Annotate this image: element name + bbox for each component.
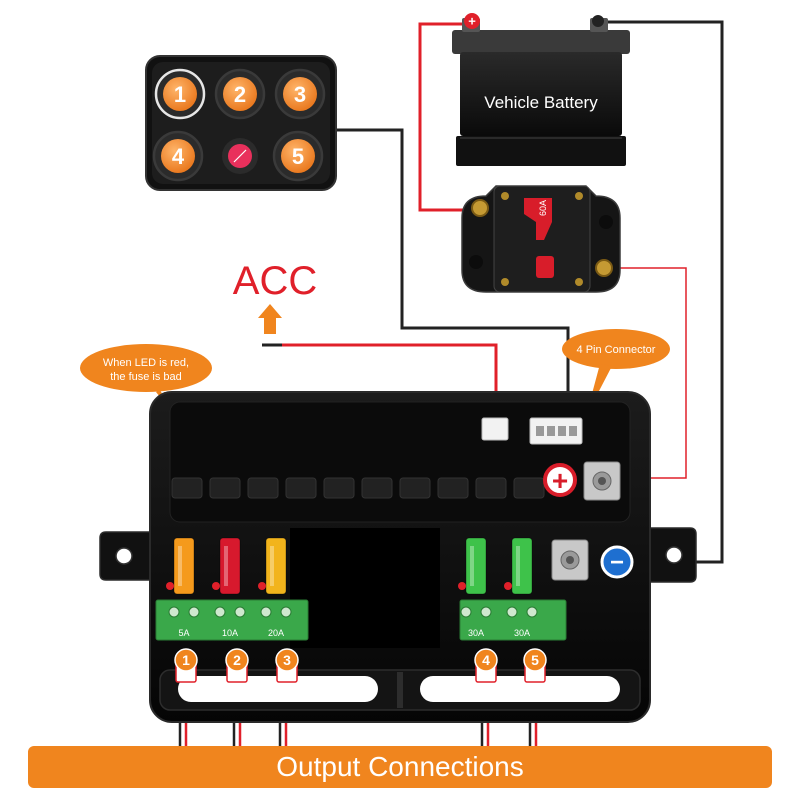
switch-button-label: 1 xyxy=(174,82,186,107)
four-pin-slots xyxy=(536,426,577,436)
fuse-1[interactable]: 5A xyxy=(166,537,200,638)
fuse-led xyxy=(166,582,174,590)
acc-label: ACC xyxy=(233,259,317,303)
circuit-breaker xyxy=(461,185,621,293)
switch-button-2[interactable]: 2 xyxy=(214,68,266,120)
acc-plug xyxy=(481,417,509,441)
breaker-rating: 60A xyxy=(538,200,548,216)
fuse-rating: 30A xyxy=(514,628,530,638)
negative-terminal xyxy=(551,539,589,581)
negative-symbol: − xyxy=(610,549,624,576)
battery-positive-symbol: + xyxy=(468,14,476,29)
battery-label: Vehicle Battery xyxy=(484,93,598,112)
svg-text:3: 3 xyxy=(283,652,291,668)
switch-button-3[interactable]: 3 xyxy=(274,68,326,120)
footer-label: Output Connections xyxy=(276,751,524,782)
fuse-2[interactable]: 10A xyxy=(212,537,246,638)
output-badge-2: 2 xyxy=(225,648,249,683)
led-note-line2: the fuse is bad xyxy=(110,371,182,383)
negative-symbol-badge xyxy=(600,545,634,579)
fuse-3[interactable]: 20A xyxy=(258,537,292,638)
output-badge-4: 4 xyxy=(474,648,498,683)
fuse-rating: 5A xyxy=(178,628,189,638)
switch-button-1[interactable]: 1 xyxy=(154,68,206,120)
switch-button-label: 3 xyxy=(294,82,306,107)
acc-arrow-icon xyxy=(258,304,282,334)
switch-button-4[interactable]: 4 xyxy=(152,130,204,182)
switch-panel-cable xyxy=(335,128,570,425)
switch-button-label: 5 xyxy=(292,144,304,169)
fuse-rating: 30A xyxy=(468,628,484,638)
positive-symbol-badge xyxy=(543,463,577,497)
fuse-led xyxy=(458,582,466,590)
output-badge-1: 1 xyxy=(174,648,198,683)
fuse-led xyxy=(504,582,512,590)
fuse-4[interactable]: 30A xyxy=(458,537,492,638)
fuse-led xyxy=(212,582,220,590)
fuse-rating: 20A xyxy=(268,628,284,638)
switch-button-label: 4 xyxy=(172,144,185,169)
svg-text:1: 1 xyxy=(182,652,190,668)
switch-button-5[interactable]: 5 xyxy=(272,130,324,182)
fuse-led xyxy=(258,582,266,590)
battery-negative-terminal xyxy=(592,15,604,27)
output-badge-3: 3 xyxy=(275,648,299,683)
switch-button-label: 2 xyxy=(234,82,246,107)
svg-text:2: 2 xyxy=(233,652,241,668)
output-badge-5: 5 xyxy=(523,648,547,683)
led-note-line1: When LED is red, xyxy=(103,357,189,369)
battery-positive-terminal xyxy=(464,13,480,29)
positive-terminal xyxy=(583,461,621,501)
four-pin-connector xyxy=(529,417,583,445)
mode-button[interactable] xyxy=(222,138,258,174)
fuse-rating: 10A xyxy=(222,628,238,638)
footer-bar xyxy=(28,746,772,788)
connector-label: 4 Pin Connector xyxy=(577,344,656,356)
svg-text:4: 4 xyxy=(482,652,490,668)
battery-positive-wire xyxy=(418,22,476,212)
fuse-5[interactable]: 30A xyxy=(504,537,538,638)
positive-symbol: + xyxy=(552,465,568,496)
svg-text:5: 5 xyxy=(531,652,539,668)
vehicle-battery xyxy=(452,18,630,166)
